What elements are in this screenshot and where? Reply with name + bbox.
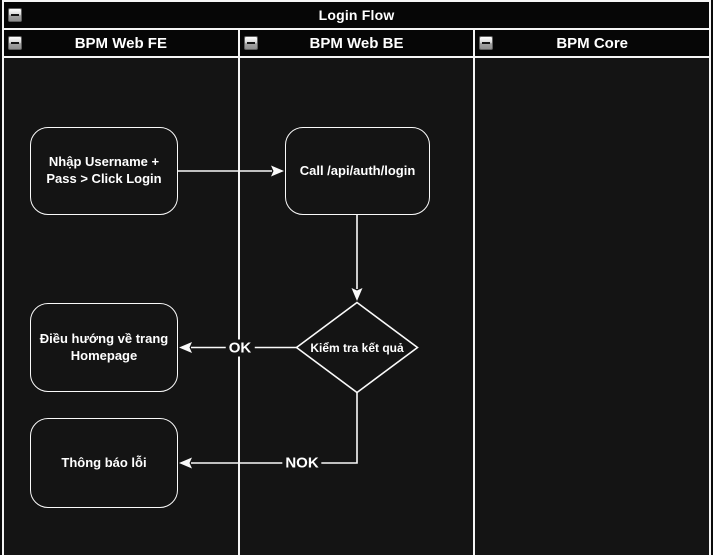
node-fe-input[interactable]: Nhập Username + Pass > Click Login: [30, 127, 178, 215]
lane-collapse-minus-icon[interactable]: [8, 36, 22, 50]
arrowhead-down-icon: [351, 288, 363, 301]
node-homepage[interactable]: Điều hướng về trang Homepage: [30, 303, 178, 392]
connector-decision-to-error[interactable]: [179, 392, 358, 469]
minus-glyph: [246, 42, 255, 44]
arrowhead-left-icon: [179, 457, 192, 469]
node-error[interactable]: Thông báo lỗi: [30, 418, 178, 508]
lane-collapse-minus-icon[interactable]: [243, 36, 258, 50]
minus-glyph: [11, 42, 19, 44]
lane-label: BPM Web BE: [309, 34, 404, 52]
minus-glyph: [11, 14, 19, 16]
lane-label: BPM Web FE: [74, 34, 167, 52]
lane-header-bpm-web-fe[interactable]: BPM Web FE: [4, 30, 238, 56]
edge-label-nok[interactable]: NOK: [282, 454, 322, 472]
lane-header-bpm-core[interactable]: BPM Core: [473, 30, 710, 56]
lane-header-bpm-web-be[interactable]: BPM Web BE: [237, 30, 474, 56]
lane-body-bpm-core: [473, 58, 710, 555]
arrowhead-left-icon: [179, 342, 192, 353]
pool-title: Login Flow: [318, 7, 395, 23]
node-be-call[interactable]: Call /api/auth/login: [285, 127, 430, 215]
pool-collapse-minus-icon[interactable]: [8, 8, 22, 22]
minus-glyph: [482, 42, 491, 44]
decision-node-label[interactable]: Kiểm tra kết quả: [310, 341, 404, 355]
connector-be-call-to-decision[interactable]: [351, 215, 363, 301]
connector-fe-input-to-be-call[interactable]: [178, 165, 284, 177]
lane-header-row: BPM Web FE BPM Web BE BPM Core: [4, 30, 710, 58]
lane-collapse-minus-icon[interactable]: [479, 36, 494, 50]
lane-label: BPM Core: [556, 34, 629, 52]
pool-title-bar[interactable]: Login Flow: [4, 2, 709, 30]
arrowhead-right-icon: [271, 165, 284, 177]
decision-node[interactable]: [295, 301, 419, 394]
edge-label-ok[interactable]: OK: [225, 339, 255, 357]
